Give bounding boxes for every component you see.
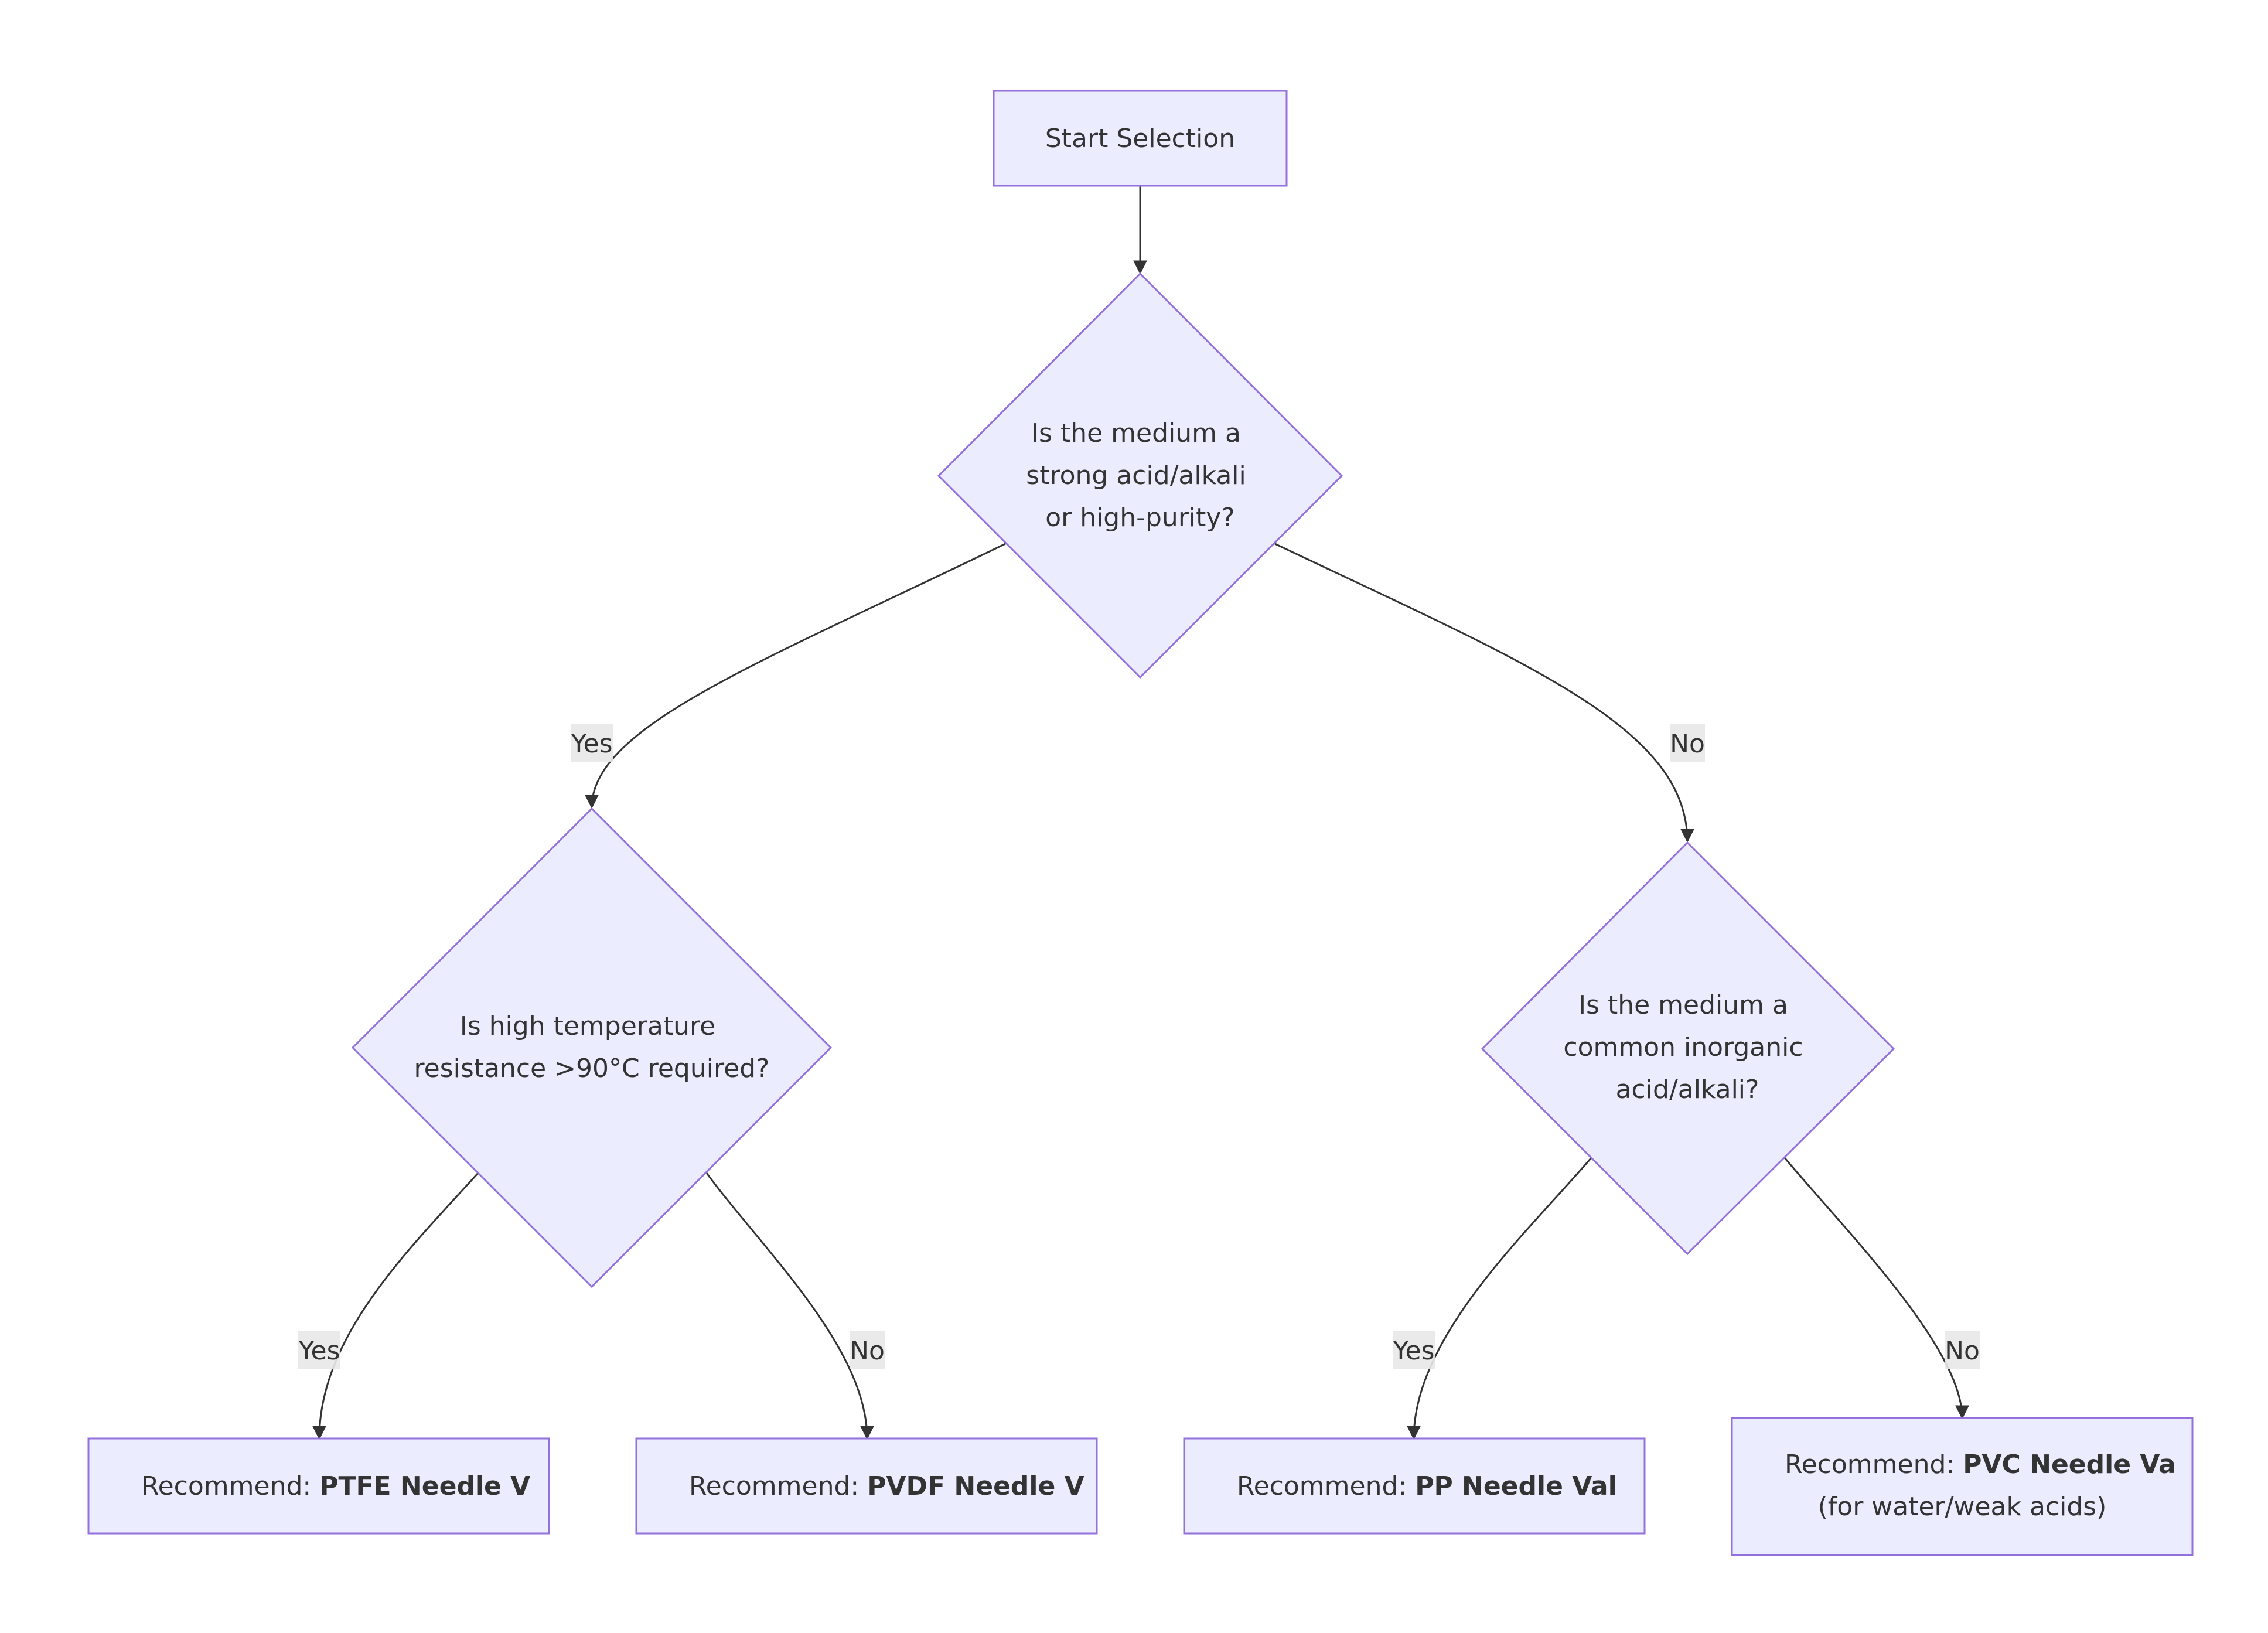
- edge-q1-to-q3: [1274, 543, 1694, 843]
- edge-q3-to-r3: [1407, 1157, 1592, 1440]
- svg-text:No: No: [1670, 729, 1705, 759]
- svg-text:No: No: [1945, 1336, 1980, 1366]
- edge-q3-to-r4: [1783, 1157, 1969, 1420]
- edge-label-q1-yes: Yes: [570, 724, 613, 762]
- edge-label-q3-no: No: [1945, 1331, 1980, 1369]
- decision-inorganic-acid-alkali: Is the medium a common inorganic acid/al…: [1481, 841, 1895, 1256]
- edge-label-q1-no: No: [1670, 724, 1705, 762]
- svg-text:Recommend: PTFE Needle V: Recommend: PTFE Needle V: [141, 1471, 530, 1501]
- svg-text:Recommend: PVC Needle Va: Recommend: PVC Needle Va: [1785, 1450, 2176, 1479]
- svg-text:Recommend: PP Needle Val: Recommend: PP Needle Val: [1237, 1471, 1617, 1501]
- result-ptfe: Recommend: PTFE Needle V: [87, 1437, 550, 1535]
- decision-high-temperature: Is high temperature resistance >90°C req…: [351, 807, 833, 1288]
- edge-label-q2-no: No: [850, 1331, 885, 1369]
- result-pvdf: Recommend: PVDF Needle V: [635, 1437, 1098, 1535]
- edge-label-q2-yes: Yes: [298, 1331, 340, 1369]
- svg-text:(for water/weak acids): (for water/weak acids): [1818, 1492, 2107, 1522]
- edge-q2-to-r1: [312, 1172, 479, 1440]
- svg-text:Is the medium a strong a: Is the medium a strong acid/alkali or hi…: [1026, 418, 1254, 533]
- svg-text:Is the medium a common i: Is the medium a common inorganic acid/al…: [1563, 990, 1811, 1104]
- start-node: Start Selection: [993, 90, 1288, 187]
- svg-text:No: No: [850, 1336, 885, 1366]
- svg-text:Yes: Yes: [298, 1336, 340, 1366]
- svg-text:Yes: Yes: [1392, 1336, 1434, 1366]
- decision-strong-acid-alkali: Is the medium a strong acid/alkali or hi…: [937, 272, 1343, 679]
- result-pp: Recommend: PP Needle Val: [1183, 1437, 1646, 1535]
- svg-text:Start Selection: Start Selection: [1045, 124, 1235, 154]
- edge-q2-to-r2: [705, 1172, 874, 1440]
- svg-text:Recommend: PVDF Needle V: Recommend: PVDF Needle V: [689, 1471, 1084, 1501]
- edge-q1-to-q2: [585, 543, 1006, 809]
- edge-label-q3-yes: Yes: [1392, 1331, 1435, 1369]
- result-pvc: Recommend: PVC Needle Va (for water/weak…: [1731, 1417, 2194, 1556]
- svg-text:Yes: Yes: [570, 729, 612, 759]
- svg-text:Is high temperature resi: Is high temperature resistance >90°C req…: [414, 1011, 770, 1083]
